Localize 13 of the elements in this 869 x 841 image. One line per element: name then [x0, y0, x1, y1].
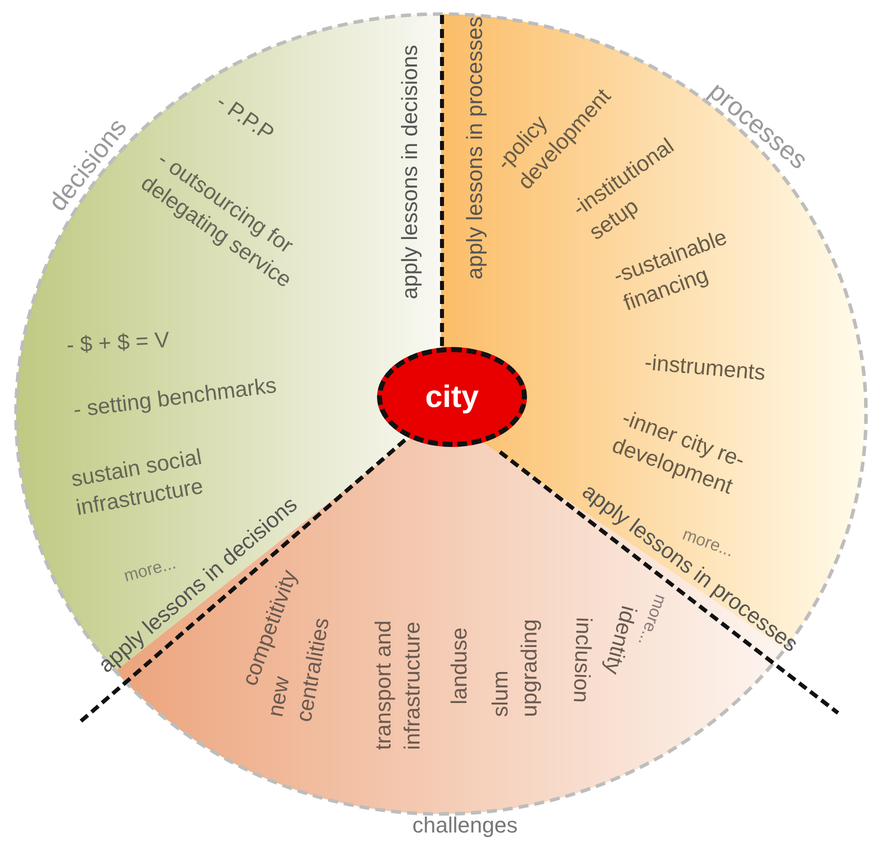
list-item: - P.P.P	[211, 88, 280, 148]
divider-label: apply lessons in processes	[462, 16, 488, 280]
list-item: - $ + $ = V	[66, 326, 170, 360]
list-item: slum upgrading	[486, 618, 542, 717]
list-item: inclusion	[568, 616, 598, 704]
list-item: sustain social infrastructure	[68, 442, 206, 522]
divider-label: apply lessons in decisions	[398, 44, 422, 300]
list-item: landuse	[446, 627, 473, 705]
sector-title: challenges	[412, 812, 518, 840]
list-item: - setting benchmarks	[72, 371, 278, 424]
list-item: -instruments	[643, 348, 767, 387]
list-item: more...	[122, 552, 178, 586]
list-item: transport and infrastructure	[369, 619, 425, 750]
